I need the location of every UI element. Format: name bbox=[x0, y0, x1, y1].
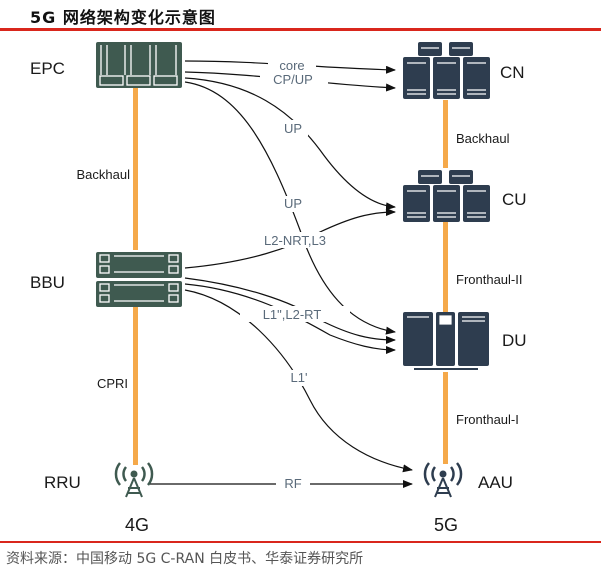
node-label-bbu: BBU bbox=[30, 273, 65, 292]
edge-label-up-du: UP bbox=[284, 196, 302, 211]
link-label-backhaul-5g: Backhaul bbox=[456, 131, 510, 146]
link-line-backhaul-5g bbox=[443, 100, 448, 168]
edge-label-rf: RF bbox=[284, 476, 301, 491]
server-cluster-icon-cn bbox=[403, 42, 490, 99]
link-label-backhaul-4g: Backhaul bbox=[77, 167, 131, 182]
edge-l1-l2rt-b bbox=[184, 283, 396, 354]
edge-label-l1prime: L1' bbox=[291, 370, 308, 385]
server-rack-icon bbox=[96, 42, 182, 88]
node-label-du: DU bbox=[502, 331, 527, 350]
baseband-unit-icon bbox=[96, 252, 182, 307]
edge-up-du bbox=[184, 81, 396, 335]
node-label-epc: EPC bbox=[30, 59, 65, 78]
link-label-fronthaul-ii: Fronthaul-II bbox=[456, 272, 522, 287]
link-label-fronthaul-i: Fronthaul-I bbox=[456, 412, 519, 427]
edge-l1prime bbox=[184, 289, 413, 473]
generation-label-4g: 4G bbox=[125, 515, 149, 535]
link-label-cpri: CPRI bbox=[97, 376, 128, 391]
link-line-cpri bbox=[133, 307, 138, 465]
edge-label-l1-l2rt: L1",L2-RT bbox=[263, 307, 322, 322]
edge-up-cu bbox=[184, 77, 396, 211]
node-label-aau: AAU bbox=[478, 473, 513, 492]
link-line-backhaul-4g bbox=[133, 88, 138, 250]
server-cluster-icon-cu bbox=[403, 170, 490, 222]
source-note: 资料来源：中国移动 5G C-RAN 白皮书、华泰证券研究所 bbox=[6, 551, 364, 567]
node-label-cu: CU bbox=[502, 190, 527, 209]
edge-label-l2nrt: L2-NRT,L3 bbox=[264, 233, 326, 248]
radio-tower-icon-aau bbox=[423, 462, 463, 498]
server-cabinet-icon bbox=[403, 312, 489, 370]
link-line-fronthaul-i bbox=[443, 372, 448, 464]
page-title: 5G 网络架构变化示意图 bbox=[30, 8, 216, 27]
link-line-fronthaul-ii bbox=[443, 222, 448, 314]
radio-tower-icon-rru bbox=[114, 462, 154, 498]
generation-label-5g: 5G bbox=[434, 515, 458, 535]
title-divider bbox=[0, 28, 601, 31]
edge-label-cp-up: CP/UP bbox=[273, 72, 313, 87]
edge-label-up-cu: UP bbox=[284, 121, 302, 136]
source-divider bbox=[0, 541, 601, 543]
node-label-rru: RRU bbox=[44, 473, 81, 492]
edge-label-core: core bbox=[279, 58, 304, 73]
node-label-cn: CN bbox=[500, 63, 525, 82]
